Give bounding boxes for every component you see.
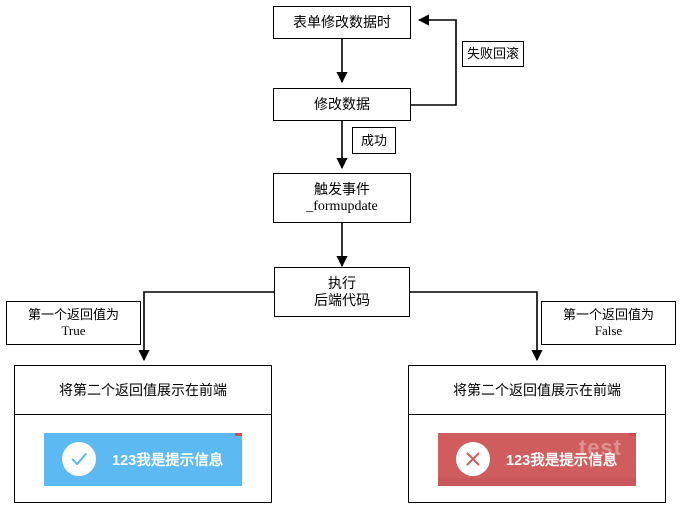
node-execute-label-line1: 执行	[328, 274, 356, 291]
toast-success-message: 123我是提示信息	[112, 452, 224, 469]
edge-label-success: 成功	[352, 127, 396, 154]
edge-label-false-line1: 第一个返回值为	[562, 307, 654, 323]
edge-label-success-text: 成功	[360, 132, 387, 148]
result-error-body: test 123我是提示信息	[409, 415, 665, 503]
node-execute-backend-code[interactable]: 执行 后端代码	[274, 267, 410, 317]
result-panel-error[interactable]: 将第二个返回值展示在前端 test 123我是提示信息	[408, 365, 666, 503]
node-modify-label: 修改数据	[314, 95, 370, 112]
node-trigger-label-line2: _formupdate	[306, 199, 378, 214]
node-form-modify-data-trigger[interactable]: 表单修改数据时	[273, 6, 411, 39]
toast-success[interactable]: 123我是提示信息	[44, 432, 242, 486]
edge-rollback-loop	[411, 14, 457, 106]
toast-error-message: 123我是提示信息	[506, 452, 618, 469]
result-panel-success[interactable]: 将第二个返回值展示在前端 123我是提示信息	[14, 365, 272, 503]
node-modify-data[interactable]: 修改数据	[273, 88, 411, 121]
edge-execute-true-branch	[138, 291, 274, 362]
node-trigger-label-line1: 触发事件	[314, 180, 370, 197]
result-success-body: 123我是提示信息	[15, 415, 271, 503]
result-error-header: 将第二个返回值展示在前端	[409, 366, 665, 415]
edge-label-first-return-false: 第一个返回值为 False	[541, 301, 676, 345]
result-success-header: 将第二个返回值展示在前端	[15, 366, 271, 415]
edge-label-rollback: 失败回滚	[462, 41, 524, 67]
result-error-header-text: 将第二个返回值展示在前端	[453, 382, 621, 398]
edge-label-first-return-true: 第一个返回值为 True	[6, 301, 141, 345]
edge-label-true-line2: True	[61, 323, 86, 338]
toast-error-corner-marker	[629, 432, 636, 436]
toast-success-corner-marker	[235, 432, 242, 436]
edge-label-rollback-text: 失败回滚	[466, 46, 519, 62]
toast-error-watermark: test	[578, 434, 622, 460]
check-circle-icon	[62, 442, 96, 476]
edge-label-false-line2: False	[594, 323, 623, 338]
toast-error[interactable]: test 123我是提示信息	[438, 432, 636, 486]
edge-label-true-line1: 第一个返回值为	[27, 307, 119, 323]
node-trigger-event-formupdate[interactable]: 触发事件 _formupdate	[273, 173, 411, 223]
toast-success-strip	[44, 477, 242, 486]
result-success-header-text: 将第二个返回值展示在前端	[59, 382, 227, 398]
node-start-label: 表单修改数据时	[293, 13, 391, 30]
x-circle-icon	[456, 442, 490, 476]
toast-error-strip	[438, 477, 636, 486]
node-execute-label-line2: 后端代码	[314, 292, 370, 308]
edge-execute-false-branch	[410, 291, 543, 362]
